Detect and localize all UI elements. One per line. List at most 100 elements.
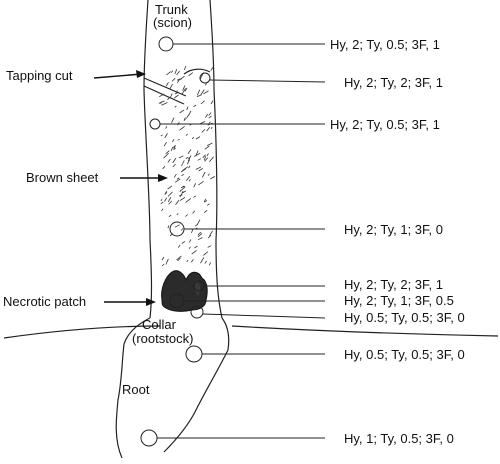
bark-speck [195,166,202,170]
bark-speck [176,177,180,180]
bark-speck [191,136,195,140]
bark-speck [167,191,173,197]
bark-speck [194,245,198,249]
trunk-sublabel: (scion) [153,15,192,30]
bark-speck [182,166,189,171]
bark-speck [187,155,192,162]
measurement-label-5: Hy, 2; Ty, 2; 3F, 1 [344,277,443,292]
bark-speck [166,71,172,76]
bark-speck [179,126,185,131]
root-label: Root [122,382,150,397]
bark-speck [209,156,214,162]
leader-line-2 [209,79,326,83]
bark-speck [192,210,196,214]
bark-speck [201,171,206,178]
bark-speck [174,224,180,228]
bark-speck [207,142,213,146]
bark-speck [185,198,192,203]
bark-speck [174,178,181,183]
measurement-label-6: Hy, 2; Ty, 1; 3F, 0.5 [344,293,454,308]
bark-speck [208,115,212,119]
measurement-labels: Hy, 2; Ty, 0.5; 3F, 1 Hy, 2; Ty, 2; 3F, … [330,37,465,446]
collar-outline [123,317,230,351]
bark-speck [184,117,186,120]
sample-point-1 [158,36,174,52]
bark-speck [203,200,208,203]
necrotic-patch-arrowhead [146,298,156,306]
bark-speck [177,257,181,262]
bark-speck [160,201,164,205]
bark-speck [159,93,165,98]
bark-speck [187,157,190,159]
bark-speck [198,180,204,186]
bark-speck [176,78,181,81]
bark-speck [188,179,191,182]
bark-speck [195,150,199,156]
bark-speck [173,144,176,150]
bark-speck [174,69,178,75]
bark-speck [203,90,209,95]
bark-speck [169,83,173,90]
sample-point-3 [149,118,161,130]
collar-label: Collar [142,317,177,332]
bark-speck [200,89,205,96]
bark-speck [195,136,201,140]
bark-speck [178,155,184,159]
brown-sheet-arrowhead [158,174,168,182]
bark-speck [180,186,186,191]
bark-speck [183,65,187,71]
leader-lines [157,43,326,439]
bark-speck [210,100,214,105]
leader-line-7 [202,313,326,319]
bark-speck [167,185,173,190]
bark-speck [182,190,187,194]
bark-speck [188,246,191,249]
bark-speck [181,228,184,231]
bark-speck [186,106,189,111]
bark-speck [182,85,186,91]
trunk-outline [143,0,153,319]
bark-speck [205,113,209,118]
bark-speck [198,167,204,172]
bark-speck [186,159,190,165]
tapping-cut-top [183,68,211,75]
bark-speck [197,233,203,238]
bark-speck [207,234,212,239]
bark-speck [206,153,209,157]
bark-speck [188,72,194,77]
bark-speck [200,257,205,264]
measurement-label-1: Hy, 2; Ty, 0.5; 3F, 1 [330,37,440,52]
bark-speck [183,118,186,121]
bark-speck [162,166,166,170]
bark-speck [188,165,191,169]
bark-speck [203,209,208,213]
bark-speck [180,190,184,197]
brown-sheet-texture [158,65,216,267]
bark-speck [161,208,164,212]
bark-speck [174,94,179,99]
bark-speck [210,176,216,180]
bark-speck [203,251,209,256]
necrotic-patch-label: Necrotic patch [3,294,86,309]
bark-speck [182,160,185,164]
bark-speck [196,94,202,98]
bark-speck [161,256,165,261]
bark-speck [180,168,187,173]
bark-speck [165,258,169,265]
bark-speck [206,126,211,132]
bark-speck [174,91,179,95]
measurement-label-9: Hy, 1; Ty, 0.5; 3F, 0 [344,431,454,446]
bark-speck [180,164,184,166]
bark-speck [206,203,210,206]
measurement-label-4: Hy, 2; Ty, 1; 3F, 0 [344,222,443,237]
bark-speck [207,173,210,176]
bark-speck [186,259,189,263]
trunk-label: Trunk [155,2,188,17]
bark-speck [168,214,172,217]
tapping-cut-label: Tapping cut [6,68,73,83]
bark-speck [161,263,165,267]
measurement-label-7: Hy, 0.5; Ty, 0.5; 3F, 0 [344,310,465,325]
bark-speck [204,198,207,202]
bark-speck [176,213,179,216]
